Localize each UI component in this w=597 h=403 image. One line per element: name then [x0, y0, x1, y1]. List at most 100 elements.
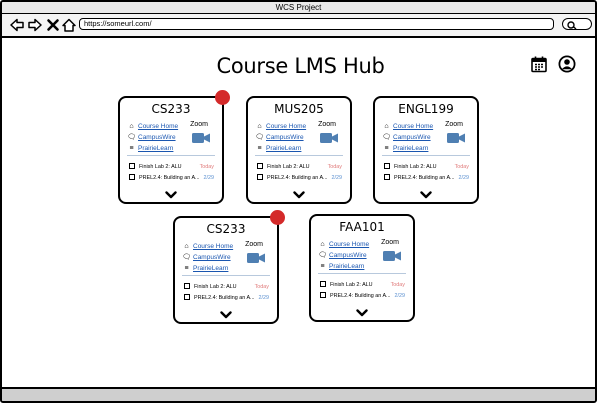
prairielearn-link[interactable]: PrairieLearn: [393, 145, 429, 152]
course-home-link-row: ⌂Course Home: [127, 122, 178, 132]
chevron-down-icon[interactable]: [293, 191, 305, 199]
todo-checkbox[interactable]: [129, 163, 135, 169]
prairielearn-link-row: ≡ PrairieLearn: [318, 262, 364, 272]
prairielearn-link[interactable]: PrairieLearn: [193, 265, 229, 272]
video-camera-icon[interactable]: [447, 132, 465, 144]
video-camera-icon[interactable]: [192, 132, 210, 144]
home-icon: ⌂: [257, 123, 262, 130]
todo-text: PREL2.4: Building an A...: [330, 293, 391, 299]
campuswire-link[interactable]: CampusWire: [266, 134, 304, 141]
chevron-down-icon[interactable]: [356, 309, 368, 317]
forward-arrow-icon[interactable]: [28, 18, 42, 32]
todo-due: 2/29: [203, 175, 215, 181]
todo-text: Finish Lab 2: ALU: [394, 164, 437, 170]
search-box[interactable]: [562, 18, 592, 30]
chat-icon: 🗨: [127, 134, 136, 141]
url-input[interactable]: https://someurl.com/: [79, 18, 554, 30]
todo-item: PREL2.4: Building an A...2/29: [184, 293, 269, 303]
status-bar: [2, 387, 595, 401]
todo-checkbox[interactable]: [320, 292, 326, 298]
chevron-down-icon[interactable]: [420, 191, 432, 199]
todo-checkbox[interactable]: [257, 163, 263, 169]
campuswire-link-row: 🗨CampusWire: [318, 251, 367, 261]
todo-checkbox[interactable]: [184, 294, 190, 300]
video-camera-icon[interactable]: [383, 250, 401, 262]
course-home-link[interactable]: Course Home: [193, 243, 234, 250]
course-home-link[interactable]: Course Home: [329, 241, 370, 248]
campuswire-link-row: 🗨CampusWire: [182, 253, 231, 263]
campuswire-link[interactable]: CampusWire: [329, 252, 367, 259]
notification-badge[interactable]: [270, 210, 285, 225]
course-title: CS233: [206, 222, 246, 236]
todo-checkbox[interactable]: [320, 281, 326, 287]
todo-due: Today: [390, 282, 405, 288]
chevron-down-icon[interactable]: [165, 191, 177, 199]
zoom-label: Zoom: [381, 239, 399, 246]
course-home-link-row: ⌂ Course Home: [255, 122, 306, 132]
course-card: MUS205 ⌂Course Home 🗨CampusWire ≡Prairie…: [246, 96, 352, 204]
todo-due: 2/29: [331, 175, 343, 181]
page-title: Course LMS Hub: [216, 54, 385, 78]
campuswire-link-row: 🗨CampusWire: [255, 133, 304, 143]
campuswire-link[interactable]: CampusWire: [138, 134, 176, 141]
todo-checkbox[interactable]: [384, 174, 390, 180]
chevron-down-icon[interactable]: [220, 311, 232, 319]
prairie-icon: ≡: [384, 145, 389, 152]
home-icon: ⌂: [320, 241, 325, 248]
prairie-icon: ≡: [184, 265, 189, 272]
campuswire-link-row: 🗨CampusWire: [382, 133, 431, 143]
todo-text: Finish Lab 2: ALU: [139, 164, 182, 170]
zoom-label: Zoom: [245, 241, 263, 248]
campuswire-link[interactable]: CampusWire: [393, 134, 431, 141]
campuswire-link[interactable]: CampusWire: [193, 254, 231, 261]
prairielearn-link-row: ≡PrairieLearn: [255, 144, 301, 154]
course-home-link-row: ⌂ Course Home: [318, 240, 369, 250]
prairie-icon: ≡: [129, 145, 134, 152]
stop-x-icon[interactable]: [46, 18, 60, 32]
prairie-icon: ≡: [320, 263, 325, 270]
todo-item: PREL2.4: Building an A...2/29: [320, 291, 405, 301]
todo-text: Finish Lab 2: ALU: [194, 284, 237, 290]
course-card: CS233 ⌂ Course Home 🗨CampusWire ≡ PrairieL…: [173, 210, 285, 324]
calendar-icon[interactable]: [530, 55, 548, 73]
prairielearn-link[interactable]: PrairieLearn: [266, 145, 302, 152]
chat-icon: 🗨: [382, 134, 391, 141]
todo-checkbox[interactable]: [384, 163, 390, 169]
course-title: CS233: [151, 102, 191, 116]
divider: [182, 275, 270, 276]
course-card: CS233 ⌂Course Home 🗨CampusWire ≡ PrairieL…: [118, 90, 230, 204]
back-arrow-icon[interactable]: [10, 18, 24, 32]
video-camera-icon[interactable]: [247, 252, 265, 264]
todo-checkbox[interactable]: [257, 174, 263, 180]
course-home-link-row: ⌂Course Home: [382, 122, 433, 132]
divider: [127, 155, 215, 156]
prairielearn-link[interactable]: PrairieLearn: [329, 263, 365, 270]
todo-text: Finish Lab 2: ALU: [267, 164, 310, 170]
todo-text: PREL2.4: Building an A...: [394, 175, 455, 181]
course-title: FAA101: [339, 220, 385, 234]
todo-checkbox[interactable]: [184, 283, 190, 289]
browser-toolbar: https://someurl.com/: [2, 14, 595, 38]
todo-text: PREL2.4: Building an A...: [267, 175, 328, 181]
course-card: ENGL199 ⌂Course Home 🗨CampusWire ≡Prairi…: [373, 96, 479, 204]
course-home-link[interactable]: Course Home: [266, 123, 307, 130]
home-icon: ⌂: [184, 243, 189, 250]
prairielearn-link-row: ≡ PrairieLearn: [182, 264, 228, 274]
user-profile-icon[interactable]: [558, 55, 576, 73]
todo-item: Finish Lab 2: ALU Today: [184, 282, 269, 292]
todo-checkbox[interactable]: [129, 174, 135, 180]
video-camera-icon[interactable]: [320, 132, 338, 144]
todo-due: Today: [254, 284, 269, 290]
course-home-link[interactable]: Course Home: [138, 123, 179, 130]
home-icon[interactable]: [62, 18, 76, 32]
notification-badge[interactable]: [215, 90, 230, 105]
todo-text: PREL2.4: Building an A...: [194, 295, 255, 301]
chat-icon: 🗨: [318, 252, 327, 259]
divider: [318, 273, 406, 274]
course-home-link[interactable]: Course Home: [393, 123, 434, 130]
zoom-label: Zoom: [445, 121, 463, 128]
prairielearn-link[interactable]: PrairieLearn: [138, 145, 174, 152]
